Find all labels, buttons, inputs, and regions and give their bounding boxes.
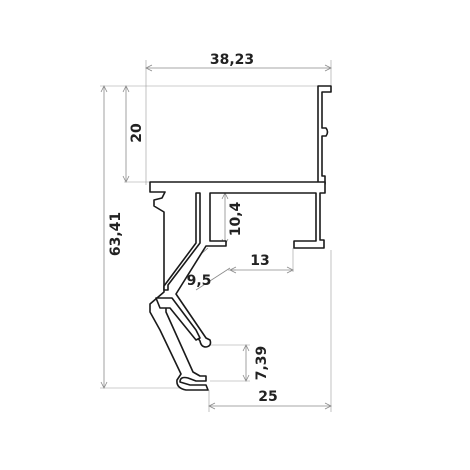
dim-inner-width: 13 xyxy=(250,253,269,269)
dim-upper-block: 20 xyxy=(129,123,145,143)
dim-angled-slot: 9,5 xyxy=(187,273,212,289)
angled-web xyxy=(163,192,201,291)
dimension-lines xyxy=(100,64,332,410)
extension-lines xyxy=(100,60,332,412)
dim-bottom-offset: 25 xyxy=(258,389,277,405)
aluminium-profile xyxy=(149,85,332,391)
main-body xyxy=(149,181,326,391)
upper-chamber xyxy=(317,85,332,185)
dim-rib-height: 10,4 xyxy=(228,201,244,236)
diagonal-flange xyxy=(155,297,201,341)
dimension-labels: 38,23 63,41 20 10,4 13 9,5 7,39 25 xyxy=(108,52,278,405)
dim-top-width: 38,23 xyxy=(210,52,254,68)
dim-overall-height: 63,41 xyxy=(108,212,124,256)
dim-lip-height: 7,39 xyxy=(254,346,270,381)
